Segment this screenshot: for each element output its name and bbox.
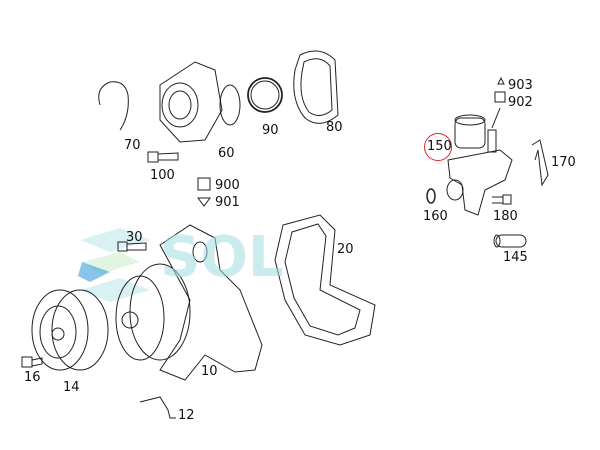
label-part-14[interactable]: 14 (63, 380, 80, 395)
label-part-16[interactable]: 16 (24, 370, 41, 385)
watermark-logo (78, 228, 150, 302)
label-part-900[interactable]: 900 (215, 178, 240, 193)
part-60-thermostat-housing (159, 61, 241, 143)
part-170-clip (531, 139, 549, 187)
label-part-903[interactable]: 903 (508, 78, 533, 93)
label-part-170[interactable]: 170 (551, 155, 576, 170)
label-part-902[interactable]: 902 (508, 95, 533, 110)
label-part-90[interactable]: 90 (262, 123, 279, 138)
part-160-oring (426, 188, 436, 204)
part-150-electric-water-pump (446, 107, 513, 216)
part-100-bolt (147, 151, 179, 163)
label-part-80[interactable]: 80 (326, 120, 343, 135)
label-part-30[interactable]: 30 (126, 230, 143, 245)
watermark-text: SOL (160, 225, 284, 290)
part-901-seal (197, 197, 211, 207)
label-part-70[interactable]: 70 (124, 138, 141, 153)
part-70-clip (98, 81, 129, 131)
part-90-oring (247, 77, 283, 113)
part-16-bolt (21, 356, 43, 368)
part-903-cap (497, 76, 505, 85)
label-part-100[interactable]: 100 (150, 168, 175, 183)
label-part-12[interactable]: 12 (178, 408, 195, 423)
part-900-connector (197, 177, 211, 191)
label-part-150[interactable]: 150 (427, 139, 452, 154)
part-145-pipe (493, 234, 527, 248)
label-part-180[interactable]: 180 (493, 209, 518, 224)
part-10-water-pump (115, 224, 263, 381)
part-20-gasket (274, 214, 376, 346)
highlight-circle-150 (424, 133, 452, 161)
part-12-clip (139, 396, 176, 419)
label-part-145[interactable]: 145 (503, 250, 528, 265)
part-30-bolt (117, 241, 147, 252)
part-180-bolt (492, 194, 512, 205)
label-part-60[interactable]: 60 (218, 146, 235, 161)
part-902-plug (494, 91, 506, 103)
part-14-pulley (31, 289, 109, 371)
part-80-gasket (293, 50, 339, 124)
label-part-901[interactable]: 901 (215, 195, 240, 210)
label-part-20[interactable]: 20 (337, 242, 354, 257)
label-part-160[interactable]: 160 (423, 209, 448, 224)
label-part-10[interactable]: 10 (201, 364, 218, 379)
